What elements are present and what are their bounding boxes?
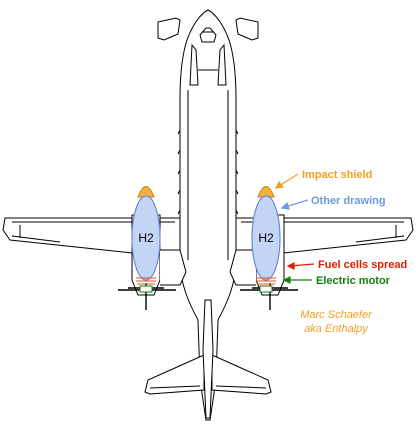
impact-shield-right	[257, 186, 275, 198]
impact-shield-left	[137, 186, 155, 198]
h2-tank-left	[131, 195, 161, 281]
fuselage	[179, 9, 237, 421]
nose-canopy-left	[157, 17, 181, 41]
credit-line-1: Marc Schaefer	[300, 309, 373, 321]
vertical-fin	[202, 299, 214, 419]
label-impact-shield: Impact shield	[302, 169, 372, 181]
nose-canopy-right	[235, 17, 259, 41]
left-nacelle-fairing	[160, 249, 187, 286]
tail-detail	[149, 385, 267, 389]
fuselage-detail	[187, 43, 229, 260]
credit-line-2: aka Enthalpy	[304, 323, 369, 335]
h2-tank-left-label: H2	[138, 231, 154, 245]
tail-left	[144, 354, 205, 395]
electric-motor-left	[139, 285, 153, 293]
label-fuel-cells: Fuel cells spread	[318, 259, 407, 271]
tail-right	[211, 354, 272, 395]
label-electric-motor: Electric motor	[316, 275, 391, 287]
h2-tank-right-label: H2	[258, 231, 274, 245]
label-arrows	[274, 173, 315, 284]
fuselage-windows	[177, 129, 239, 235]
fuel-cells-left	[136, 277, 156, 285]
electric-motor-right	[259, 285, 273, 293]
h2-tank-right	[251, 195, 281, 281]
right-nacelle-fairing	[229, 249, 256, 286]
cockpit-windows	[199, 27, 217, 43]
fuel-cells-right	[256, 277, 276, 285]
label-other-drawing: Other drawing	[311, 195, 386, 207]
